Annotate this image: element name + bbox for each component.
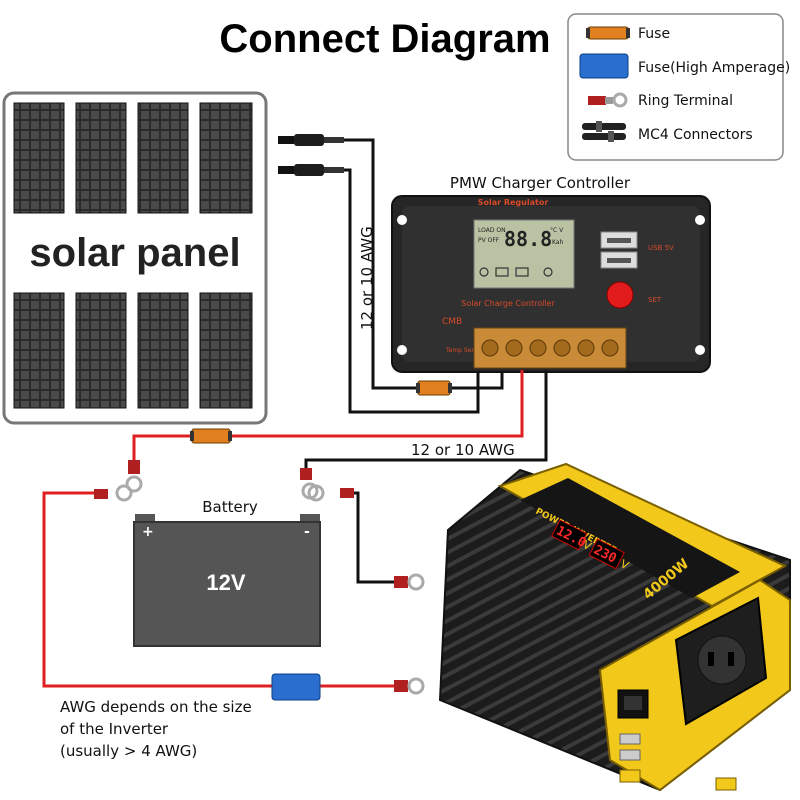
set-text: SET <box>648 296 662 304</box>
legend-high-amp-fuse-label: Fuse(High Amperage) <box>638 60 790 76</box>
diagram-title: Connect Diagram <box>219 17 550 61</box>
usb-text: USB 5V <box>648 244 674 252</box>
battery-minus: - <box>304 524 310 540</box>
mc4-connectors <box>278 134 344 176</box>
battery-fuse-icon <box>190 428 232 444</box>
legend-box: Fuse Fuse(High Amperage) Ring Terminal M… <box>567 13 790 161</box>
cmb-text: CMB <box>442 317 462 327</box>
usb-ports-icon <box>600 231 638 269</box>
lcd-readout: 88.8 <box>504 227 552 251</box>
inverter-usb-port <box>619 749 641 761</box>
set-button[interactable] <box>606 281 634 309</box>
legend-fuse-label: Fuse <box>638 26 670 42</box>
ac-outlet-icon <box>697 635 747 685</box>
battery: Battery + - 12V <box>133 498 321 647</box>
power-inverter: POWER INVERTER 12.0 V 230 V 4000W <box>438 462 791 792</box>
pv-fuse-icon <box>416 380 452 396</box>
battery-label: Battery <box>202 498 258 516</box>
note-line-3: (usually > 4 AWG) <box>60 742 197 760</box>
load-wire-label: 12 or 10 AWG <box>411 441 515 459</box>
mc4-connector-icon <box>582 121 626 142</box>
legend-ring-terminal-label: Ring Terminal <box>638 93 733 109</box>
lcd-status-icons <box>479 267 553 277</box>
note-line-1: AWG depends on the size <box>60 698 252 716</box>
ring-terminal-icon <box>588 92 628 108</box>
ring-terminal-icon <box>125 460 143 493</box>
fuse-icon <box>586 26 630 40</box>
ring-terminal-icon <box>307 484 354 502</box>
lcd-units-top: °C V <box>550 227 564 234</box>
ring-terminal-icon <box>394 677 425 695</box>
controller-model-text: Solar Charge Controller <box>461 299 555 308</box>
high-amp-fuse-icon <box>271 673 321 701</box>
solar-panel: solar panel <box>2 91 268 425</box>
ring-terminal-icon <box>94 484 133 502</box>
lcd-load-on: LOAD ON <box>478 227 506 234</box>
pv-wire-label: 12 or 10 AWG <box>358 226 376 330</box>
pv-wires <box>344 138 504 414</box>
charge-controller: PMW Charger Controller Solar Regulator L… <box>391 174 711 373</box>
lcd-units-bottom: Kah <box>552 239 564 246</box>
high-amp-fuse-icon <box>579 53 629 79</box>
battery-plus: + <box>142 524 154 540</box>
battery-voltage: 12V <box>206 570 245 595</box>
temp-sensor-text: Temp Sensor <box>445 347 485 354</box>
controller-brand-text: Solar Regulator <box>478 198 549 207</box>
note-line-2: of the Inverter <box>60 720 169 738</box>
lcd-pv-off: PV OFF <box>478 237 500 244</box>
ring-terminal-icon <box>394 573 425 591</box>
controller-label: PMW Charger Controller <box>450 174 631 192</box>
inverter-usb-port <box>619 733 641 745</box>
terminal-screws <box>481 339 619 357</box>
solar-panel-label: solar panel <box>29 231 240 275</box>
legend-mc4-label: MC4 Connectors <box>638 127 753 143</box>
